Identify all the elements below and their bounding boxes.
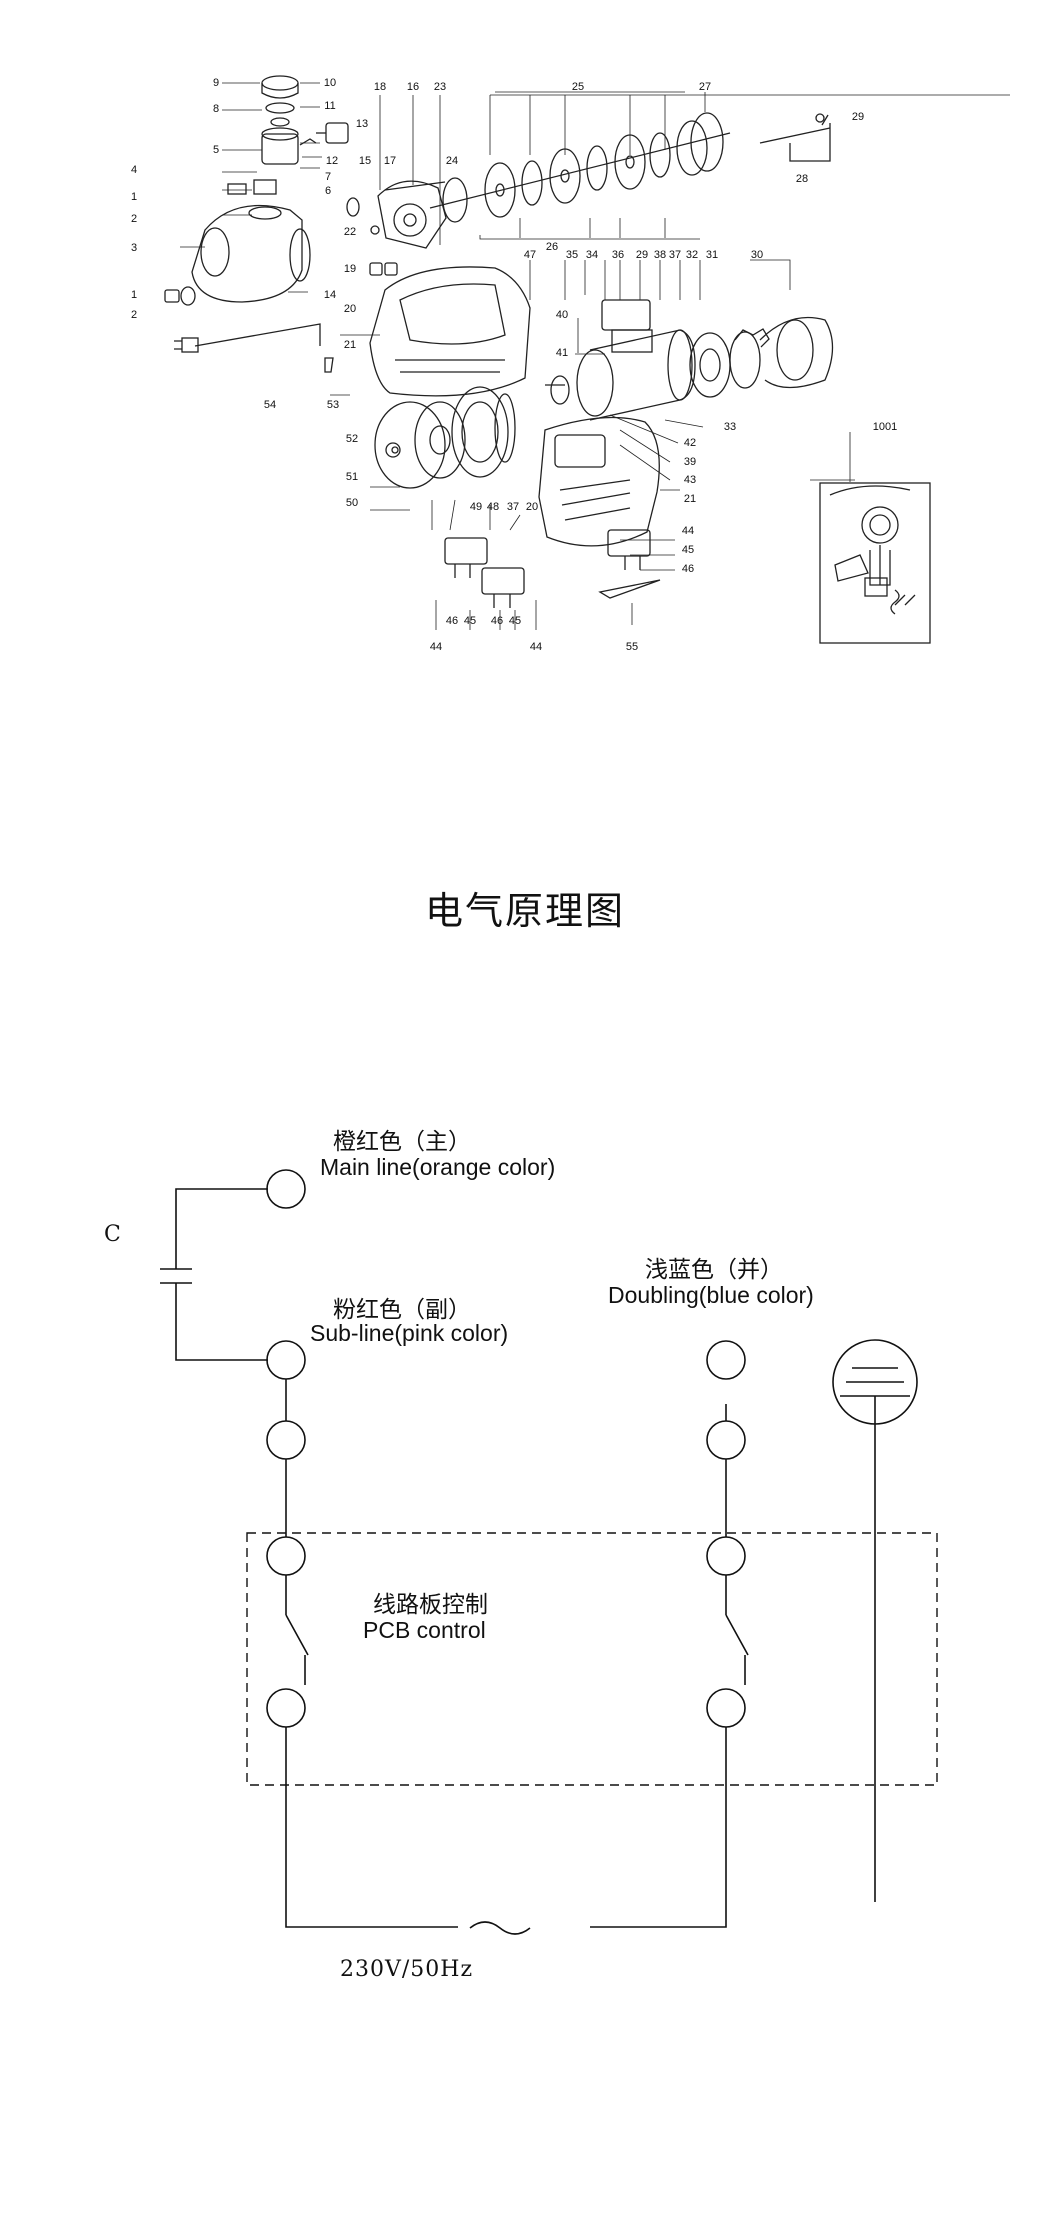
- part-num: 49: [470, 501, 482, 513]
- part-num: 20: [526, 501, 538, 513]
- part-num: 13: [356, 118, 368, 130]
- doubling-cn: 浅蓝色（并）: [645, 1257, 783, 1283]
- part-num: 46: [682, 563, 694, 575]
- part-num: 45: [509, 615, 521, 627]
- capacitor-wire: [175, 1188, 268, 1269]
- part-num: 30: [751, 249, 763, 261]
- part-num: 21: [684, 493, 696, 505]
- part-num: 28: [796, 173, 808, 185]
- part-num: 51: [346, 471, 358, 483]
- part-num: 11: [324, 100, 335, 112]
- part-num: 45: [464, 615, 476, 627]
- terminal-right-3: [706, 1536, 746, 1576]
- part-num: 40: [556, 309, 568, 321]
- pcb-control-box: [246, 1532, 938, 1786]
- part-num: 20: [344, 303, 356, 315]
- part-num: 10: [324, 77, 336, 89]
- main-line-en: Main line(orange color): [320, 1154, 556, 1180]
- part-num: 31: [706, 249, 718, 261]
- part-num: 1: [131, 191, 137, 203]
- part-num: 44: [530, 641, 542, 653]
- part-num: 41: [556, 347, 568, 359]
- doubling-en: Doubling(blue color): [608, 1282, 814, 1308]
- terminal-main: [266, 1169, 306, 1209]
- exploded-parts-drawing: 9 10 8 11 13 5 12 7 4 6 1 2 3 14 1 2 18 …: [131, 75, 1010, 653]
- pcb-label-cn: 线路板控制: [373, 1592, 488, 1618]
- part-num: 3: [131, 242, 137, 254]
- part-num: 32: [686, 249, 698, 261]
- part-num: 1001: [873, 421, 897, 433]
- sub-line-en: Sub-line(pink color): [310, 1320, 509, 1346]
- part-num: 46: [446, 615, 458, 627]
- part-num: 8: [213, 103, 219, 115]
- main-line-cn: 橙红色（主）: [333, 1129, 471, 1155]
- part-num: 38: [654, 249, 666, 261]
- part-num: 39: [684, 456, 696, 468]
- part-num: 6: [325, 185, 331, 197]
- part-num: 25: [572, 81, 584, 93]
- capacitor-label: C: [104, 1222, 121, 1247]
- part-num: 17: [384, 155, 396, 167]
- part-num: 2: [131, 309, 137, 321]
- part-num: 23: [434, 81, 446, 93]
- part-num: 50: [346, 497, 358, 509]
- part-num: 35: [566, 249, 578, 261]
- part-num: 27: [699, 81, 711, 93]
- part-num: 37: [669, 249, 681, 261]
- part-num: 33: [724, 421, 736, 433]
- part-num: 24: [446, 155, 458, 167]
- supply-label: 230V/50Hz: [340, 1957, 474, 1982]
- part-num: 18: [374, 81, 386, 93]
- part-num: 37: [507, 501, 519, 513]
- part-num: 9: [213, 77, 219, 89]
- part-num: 44: [682, 525, 694, 537]
- wiring-schematic: [160, 1169, 938, 1935]
- capacitor-wire-lower: [175, 1283, 268, 1361]
- part-num: 29: [636, 249, 648, 261]
- part-num: 22: [344, 226, 356, 238]
- part-num: 2: [131, 213, 137, 225]
- part-num: 47: [524, 249, 536, 261]
- part-num: 29: [852, 111, 864, 123]
- part-num: 45: [682, 544, 694, 556]
- part-num: 4: [131, 164, 137, 176]
- part-num: 34: [586, 249, 598, 261]
- terminal-left-4: [266, 1688, 306, 1728]
- terminal-left-2: [266, 1420, 306, 1460]
- part-num: 14: [324, 289, 336, 301]
- part-num: 42: [684, 437, 696, 449]
- part-num: 52: [346, 433, 358, 445]
- part-num: 16: [407, 81, 419, 93]
- pcb-label-en: PCB control: [363, 1617, 486, 1643]
- part-num: 7: [325, 171, 331, 183]
- part-num: 48: [487, 501, 499, 513]
- part-num: 36: [612, 249, 624, 261]
- ac-symbol: [469, 1921, 531, 1935]
- schematic-title: 电气原理图: [424, 889, 625, 933]
- part-num: 21: [344, 339, 356, 351]
- terminal-right-2: [706, 1420, 746, 1460]
- part-num: 19: [344, 263, 356, 275]
- part-num: 46: [491, 615, 503, 627]
- part-num: 15: [359, 155, 371, 167]
- terminal-doubling: [706, 1340, 746, 1380]
- part-num: 43: [684, 474, 696, 486]
- part-num: 53: [327, 399, 339, 411]
- part-num: 1: [131, 289, 137, 301]
- part-num: 5: [213, 144, 219, 156]
- terminal-left-3: [266, 1536, 306, 1576]
- part-num: 44: [430, 641, 442, 653]
- terminal-right-4: [706, 1688, 746, 1728]
- part-num: 12: [326, 155, 338, 167]
- sub-line-cn: 粉红色（副）: [333, 1297, 471, 1323]
- part-num: 54: [264, 399, 276, 411]
- terminal-sub: [266, 1340, 306, 1380]
- part-num: 26: [546, 241, 558, 253]
- part-num: 55: [626, 641, 638, 653]
